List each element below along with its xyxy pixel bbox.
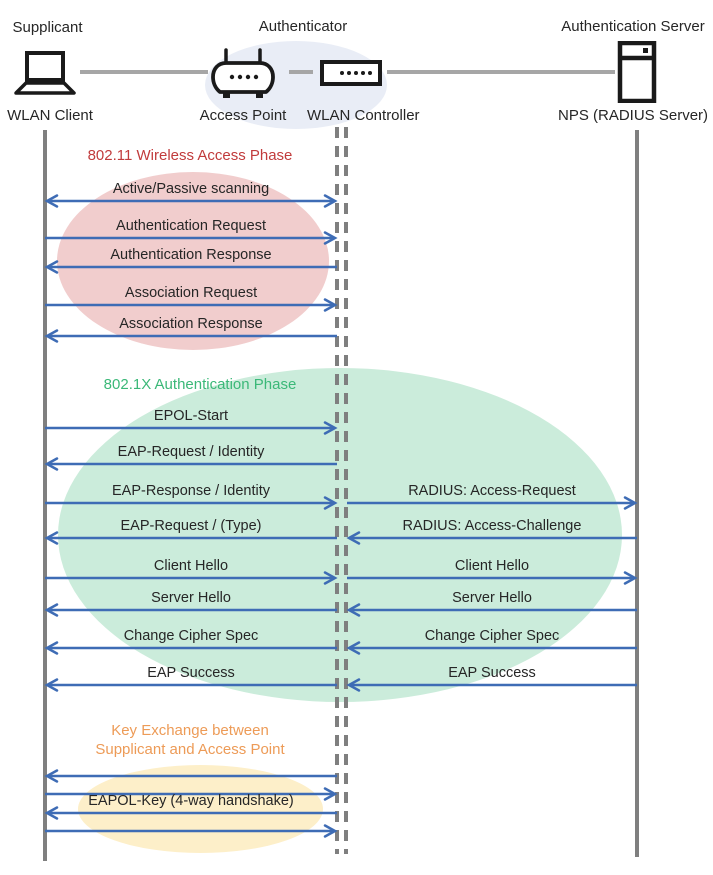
laptop-icon [14,51,76,95]
message-label: Authentication Request [116,218,266,234]
message-label: EAPOL-Key (4-way handshake) [88,793,294,809]
message-arrow-left [44,641,337,655]
message-label: Client Hello [454,558,530,574]
message-label: EAP-Request / Identity [117,444,265,460]
phase3-title: Key Exchange between Supplicant and Acce… [60,721,320,759]
message-arrow-right [347,571,638,585]
message-label: EAP-Request / (Type) [120,518,262,534]
message-label: Client Hello [153,558,229,574]
message-label: Active/Passive scanning [112,181,270,197]
message-arrow-right [45,571,338,585]
message-arrow-right [45,421,338,435]
phase1-title: 802.11 Wireless Access Phase [87,147,293,164]
supplicant-lifeline [43,130,47,861]
message-arrow-left [346,531,637,545]
message-label: Change Cipher Spec [424,628,560,644]
message-label: Server Hello [151,590,231,606]
message-label: RADIUS: Access-Challenge [402,518,582,534]
message-label: Authentication Response [110,247,272,263]
message-label: Change Cipher Spec [123,628,259,644]
connector-line-right [387,70,615,74]
message-arrow-right [45,787,338,801]
message-arrow-left [44,457,337,471]
access-point-label: Access Point [199,107,287,124]
message-arrow-left [44,678,337,692]
authenticator-role-label: Authenticator [258,18,348,35]
message-label: EAP-Response / Identity [112,483,270,499]
message-arrow-right [45,824,338,838]
phase3-ellipse [78,765,323,853]
message-arrow-left [44,806,337,820]
supplicant-role-label: Supplicant [12,19,83,36]
message-label: RADIUS: Access-Request [408,483,576,499]
wlan-client-label: WLAN Client [7,107,93,124]
message-label: Association Response [119,316,263,332]
message-arrow-right [347,496,638,510]
message-arrow-right [45,496,338,510]
message-arrow-left [44,531,337,545]
message-arrow-left [44,260,337,274]
wlan-controller-label: WLAN Controller [307,107,420,124]
authenticator-lifeline-left [335,127,339,854]
phase3-title-line1: Key Exchange between [111,722,269,739]
phase2-ellipse [58,368,622,702]
connector-line-middle [289,70,313,74]
message-arrow-right [45,298,338,312]
message-label: Server Hello [452,590,532,606]
message-arrow-left [346,678,637,692]
phase3-title-line2: Supplicant and Access Point [95,741,285,758]
message-arrow-left [44,329,337,343]
nps-radius-server-label: NPS (RADIUS Server) [558,107,709,124]
message-label: EAP Success [448,665,536,681]
message-label: Association Request [124,285,258,301]
wlan-controller-icon [320,60,382,86]
message-arrow-left [44,603,337,617]
server-lifeline [635,130,639,857]
message-arrow-right [45,231,338,245]
message-arrow-both [44,194,338,208]
message-arrow-left [346,603,637,617]
server-icon [617,41,657,103]
message-arrow-left [44,769,337,783]
access-point-icon [211,48,275,98]
connector-line-left [80,70,208,74]
message-label: EPOL-Start [153,408,229,424]
message-label: EAP Success [147,665,235,681]
message-arrow-left [346,641,637,655]
phase2-title: 802.1X Authentication Phase [103,376,297,393]
server-role-label: Authentication Server [561,18,705,35]
authenticator-lifeline-right [344,127,348,854]
